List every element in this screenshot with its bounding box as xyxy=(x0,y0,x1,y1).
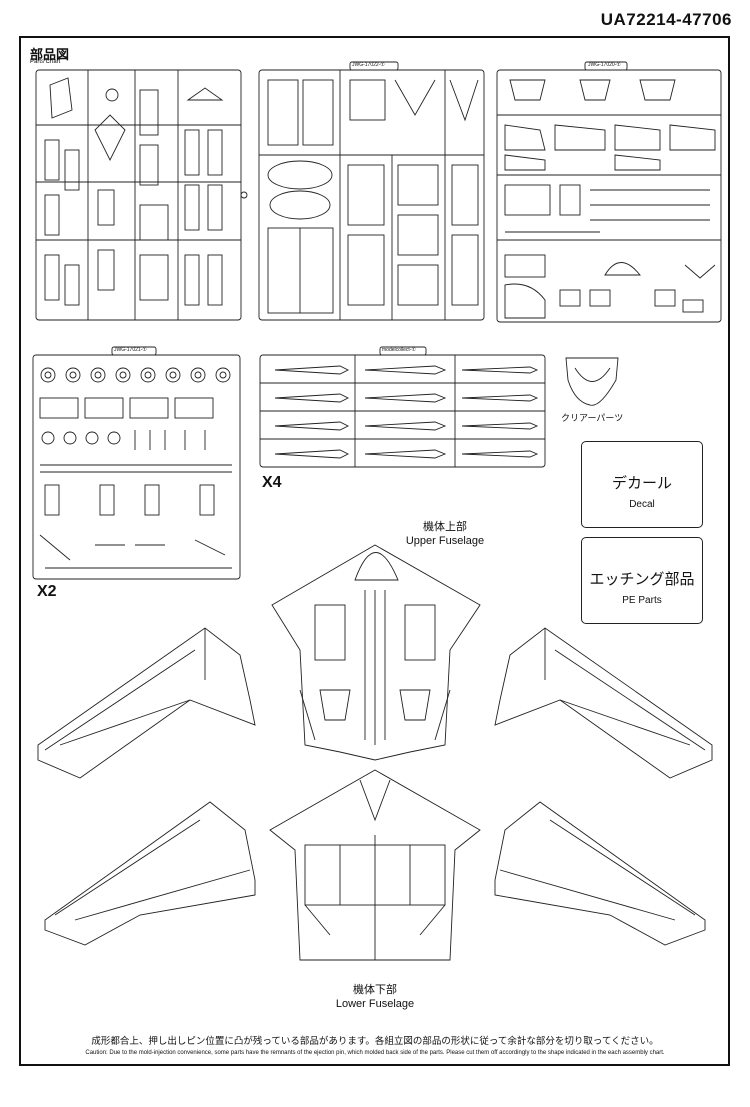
sprue-bottom-left xyxy=(32,346,241,580)
sprue-top-left xyxy=(35,69,248,321)
wheel-row xyxy=(40,367,231,383)
clear-parts-label: クリアーパーツ xyxy=(561,413,624,423)
lower-fuselage-label: 機体下部 Lower Fuselage xyxy=(325,983,425,1011)
pe-parts-box: エッチング部品 PE Parts xyxy=(581,537,703,624)
pe-parts-label-jp: エッチング部品 xyxy=(589,571,695,588)
page-frame xyxy=(19,36,730,1066)
upper-fuselage-drawing xyxy=(271,544,481,761)
lower-fuselage-drawing xyxy=(269,769,481,961)
sprue-top-right xyxy=(496,61,722,323)
clear-canopy-part xyxy=(565,357,619,406)
decal-label-en: Decal xyxy=(629,499,655,510)
lower-fuselage-jp: 機体下部 xyxy=(353,984,397,996)
weapons-sprue xyxy=(259,346,546,468)
sprue-tag-weapons: modelcollect-① xyxy=(382,347,416,353)
page-title: 部品図 xyxy=(30,47,70,62)
left-upper-wing xyxy=(37,627,256,779)
caution-note-en: Caution: Due to the mold-injection conve… xyxy=(85,1050,665,1056)
right-lower-wing xyxy=(494,801,706,946)
page-subtitle: Parts Chart xyxy=(30,59,61,65)
upper-fuselage-jp: 機体上部 xyxy=(423,521,467,533)
decal-box: デカール Decal xyxy=(581,441,703,528)
left-lower-wing xyxy=(44,801,256,946)
multiplier-x4: X4 xyxy=(262,474,282,491)
right-upper-wing xyxy=(494,627,713,779)
sprue-tag-top-middle: JWG-17022-① xyxy=(352,62,385,68)
upper-fuselage-label: 機体上部 Upper Fuselage xyxy=(395,520,495,548)
decal-label-jp: デカール xyxy=(611,475,672,492)
sprue-tag-bottom-left: JWG-17021-① xyxy=(114,347,147,353)
lower-fuselage-en: Lower Fuselage xyxy=(335,998,415,1010)
sprue-top-middle xyxy=(258,61,485,321)
upper-fuselage-en: Upper Fuselage xyxy=(405,535,485,547)
caution-note-jp: 成形都合上、押し出しピン位置に凸が残っている部品があります。各組立図の部品の形状… xyxy=(91,1036,659,1047)
sprue-tag-top-right: JWG-17020-① xyxy=(588,62,621,68)
pe-parts-label-en: PE Parts xyxy=(622,595,662,606)
document-code: UA72214-47706 xyxy=(600,10,732,29)
multiplier-x2: X2 xyxy=(37,583,57,600)
